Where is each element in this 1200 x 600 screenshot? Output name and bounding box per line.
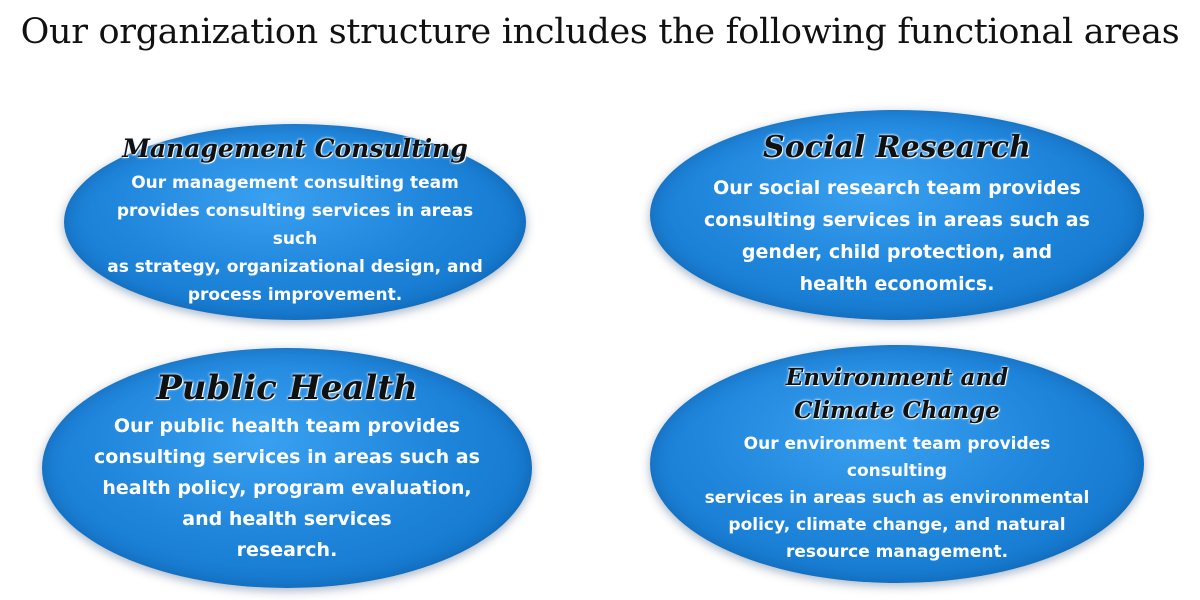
management-consulting-ellipse: Management Consulting Our management con… (64, 124, 526, 320)
social-research-description: Our social research team provides consul… (704, 176, 1090, 295)
public-health-heading: Public Health (156, 367, 418, 408)
environment-climate-heading: Environment and Climate Change (786, 362, 1009, 426)
public-health-ellipse: Public Health Our public health team pro… (42, 348, 532, 588)
social-research-ellipse: Social Research Our social research team… (650, 110, 1144, 320)
environment-heading-line2: Climate Change (794, 396, 1000, 424)
environment-climate-ellipse: Environment and Climate Change Our envir… (650, 345, 1144, 583)
environment-heading-line1: Environment and (785, 364, 1009, 392)
social-research-heading: Social Research (763, 129, 1031, 165)
management-consulting-heading: Management Consulting (122, 134, 468, 164)
environment-climate-description: Our environment team provides consulting… (704, 433, 1090, 562)
management-consulting-description: Our management consulting team provides … (107, 172, 483, 305)
public-health-description: Our public health team provides consulti… (94, 415, 480, 562)
page-title: Our organization structure includes the … (20, 12, 1180, 52)
